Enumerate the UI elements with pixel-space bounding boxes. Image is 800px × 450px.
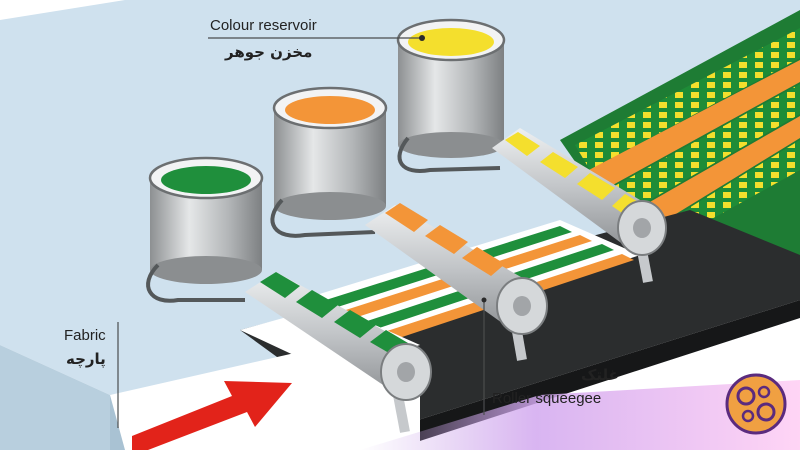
decorative-glow: [360, 380, 800, 450]
fabric-label-fa: پارچه: [66, 350, 106, 368]
yellow-reservoir: [396, 18, 506, 173]
roller-squeegee-label: Roller squeegee: [492, 390, 602, 407]
green-roller: [245, 272, 432, 433]
yellow-roller: [492, 128, 667, 283]
colour-reservoir-label-fa: مخزن جوهر: [225, 43, 313, 61]
colour-reservoir-label: Colour reservoir: [210, 17, 317, 34]
leader-lines: [117, 35, 487, 428]
fabric-label: Fabric: [64, 327, 106, 344]
roller-squeegee-label-fa: غلتک: [581, 366, 619, 384]
green-reservoir: [146, 156, 264, 303]
feed-direction-arrow-icon: [132, 381, 292, 450]
orange-roller: [365, 203, 548, 361]
ornamental-logo-icon: [725, 373, 787, 435]
orange-reservoir: [270, 86, 388, 238]
